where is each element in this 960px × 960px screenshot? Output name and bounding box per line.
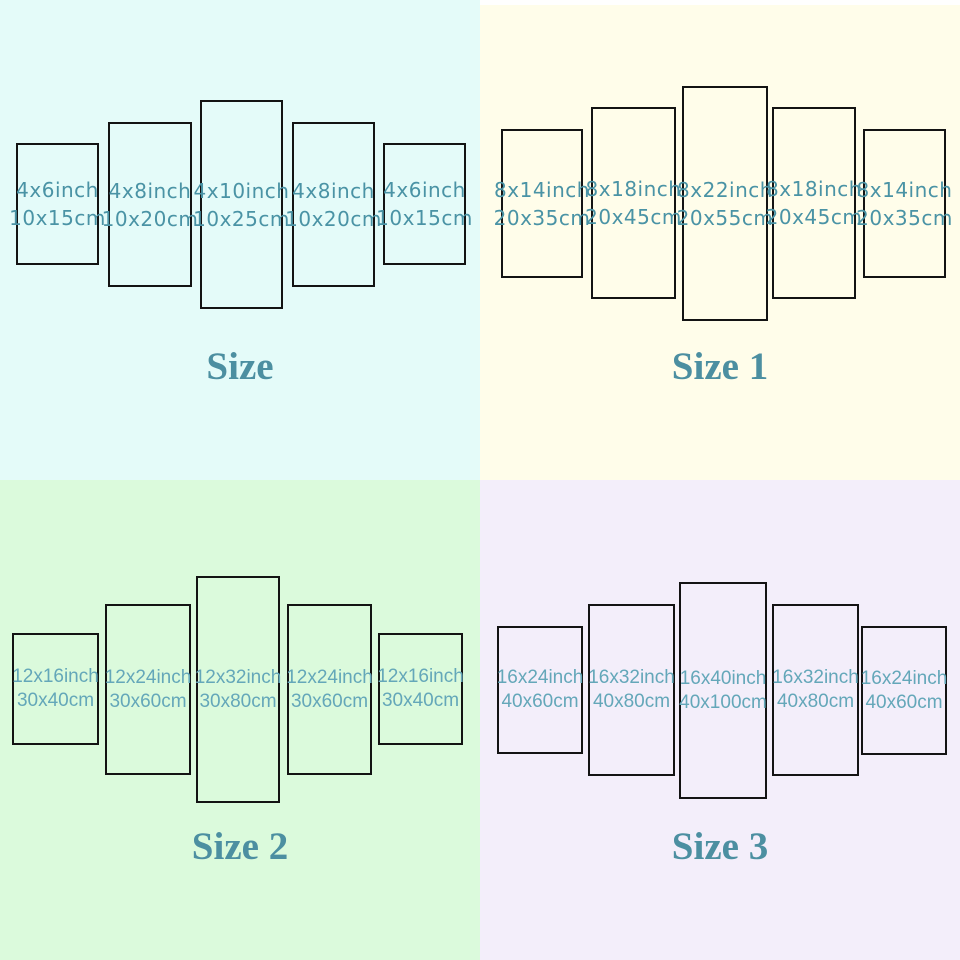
canvas-panel: 8x18inch 20x45cm — [585, 107, 681, 299]
panel-size-cm: 20x35cm — [856, 205, 953, 230]
canvas-panel: 4x8inch 10x20cm — [102, 122, 198, 287]
panel-size-cm: 40x100cm — [679, 691, 767, 713]
panel-size-cm: 10x20cm — [101, 206, 199, 231]
canvas-panel: 8x14inch 20x35cm — [494, 129, 590, 278]
canvas-panel: 4x10inch 10x25cm — [193, 100, 289, 309]
panel-size-inch: 4x10inch — [193, 178, 290, 203]
panel-size-inch: 4x6inch — [16, 178, 99, 202]
panel-size-cm: 20x35cm — [493, 205, 591, 230]
panel-size-inch: 8x18inch — [766, 177, 862, 201]
panel-size-inch: 12x16inch — [377, 666, 464, 687]
panel-size-cm: 30x60cm — [290, 690, 369, 712]
white-divider-strip — [480, 0, 960, 5]
panel-size-inch: 8x22inch — [677, 177, 773, 202]
canvas-panel: 8x14inch 20x35cm — [856, 129, 952, 278]
panel-size-cm: 30x40cm — [381, 690, 460, 711]
canvas-panel: 16x24inch 40x60cm — [497, 626, 583, 754]
panel-size-inch: 8x14inch — [494, 177, 590, 202]
canvas-panel: 4x6inch 10x15cm — [9, 143, 105, 265]
canvas-panel: 16x32inch 40x80cm — [772, 604, 859, 776]
panel-size-inch: 4x8inch — [108, 178, 192, 203]
size-chart-quadrant-size-1: 8x14inch 20x35cm 8x18inch 20x45cm 8x22inch 20… — [480, 0, 960, 480]
panel-size-cm: 20x45cm — [585, 205, 682, 229]
panel-size-cm: 40x60cm — [501, 691, 579, 712]
panel-size-inch: 12x24inch — [286, 666, 373, 688]
canvas-panel: 12x16inch 30x40cm — [12, 633, 99, 745]
canvas-panel: 4x6inch 10x15cm — [376, 143, 472, 265]
quadrant-title: Size 3 — [671, 825, 769, 868]
panel-size-cm: 20x45cm — [765, 205, 863, 229]
panel-size-cm: 10x20cm — [285, 206, 382, 231]
quadrant-title: Size 1 — [671, 345, 769, 388]
panel-size-inch: 16x24inch — [496, 667, 584, 688]
panel-size-inch: 4x6inch — [383, 178, 466, 202]
quadrant-title: Size 2 — [191, 825, 289, 868]
panel-size-inch: 12x24inch — [104, 666, 192, 688]
panel-size-cm: 30x80cm — [199, 690, 277, 712]
panel-size-inch: 16x32inch — [588, 667, 675, 688]
panel-size-cm: 40x80cm — [592, 691, 671, 712]
canvas-panel: 12x16inch 30x40cm — [377, 633, 464, 745]
panel-size-cm: 30x40cm — [16, 690, 95, 711]
panel-size-cm: 30x60cm — [109, 690, 187, 712]
panel-size-cm: 10x15cm — [9, 206, 106, 230]
panel-size-cm: 10x25cm — [193, 206, 290, 231]
panel-size-inch: 16x24inch — [860, 667, 948, 689]
panel-size-cm: 40x80cm — [776, 691, 855, 712]
canvas-panel: 8x22inch 20x55cm — [677, 86, 773, 321]
canvas-panel: 8x18inch 20x45cm — [766, 107, 862, 299]
panel-size-cm: 20x55cm — [676, 205, 774, 230]
panel-size-inch: 16x32inch — [772, 667, 859, 688]
panel-size-inch: 4x8inch — [292, 178, 375, 203]
panel-size-inch: 8x18inch — [585, 177, 682, 201]
canvas-panel: 4x8inch 10x20cm — [285, 122, 381, 287]
panel-size-cm: 40x60cm — [865, 691, 943, 713]
panel-size-inch: 12x16inch — [12, 666, 99, 687]
panel-size-inch: 12x32inch — [194, 666, 282, 688]
quadrant-title: Size — [206, 345, 274, 388]
panel-size-inch: 8x14inch — [856, 177, 953, 202]
panel-size-inch: 16x40inch — [679, 667, 767, 689]
canvas-panel: 16x32inch 40x80cm — [588, 604, 675, 776]
panel-size-cm: 10x15cm — [376, 206, 473, 230]
